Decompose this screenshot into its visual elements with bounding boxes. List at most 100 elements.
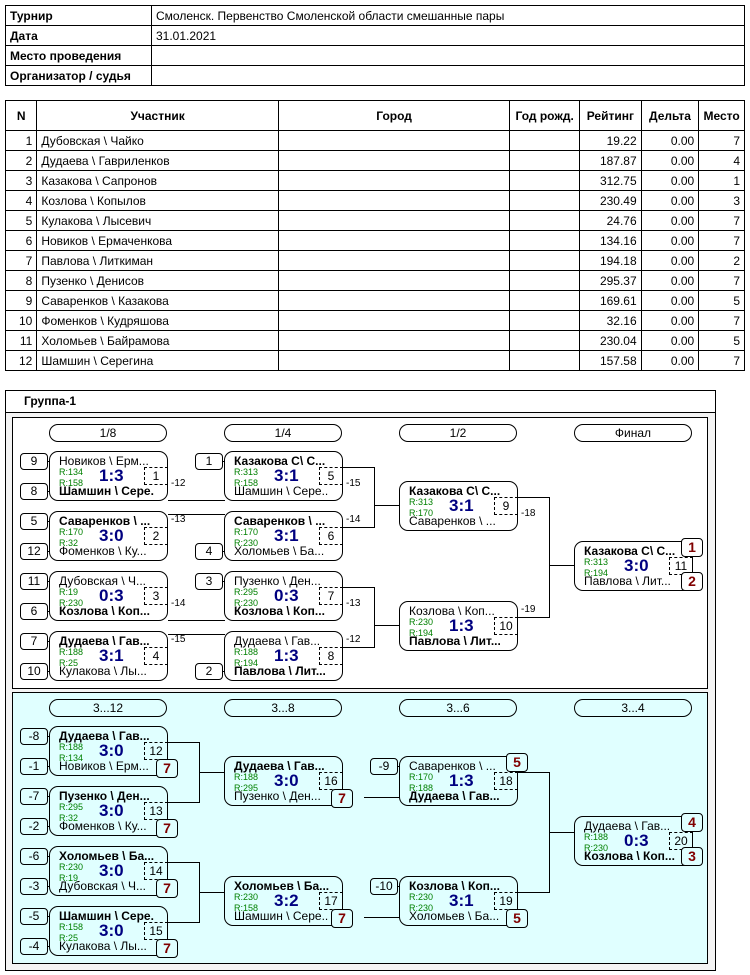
round-header-1[interactable]: 1/4 — [224, 424, 342, 442]
player-2-rating: R:194 — [584, 568, 609, 578]
player-2-rating: R:194 — [409, 628, 434, 638]
round-header-2[interactable]: 1/2 — [399, 424, 517, 442]
round-header-3[interactable]: 3...4 — [574, 699, 692, 717]
round-header-0[interactable]: 1/8 — [49, 424, 167, 442]
player-2-rating: R:19 — [59, 873, 79, 883]
connector-line — [168, 500, 225, 501]
player-2-name: Фоменков \ Ку... — [59, 544, 147, 558]
participant-city — [277, 250, 511, 271]
participant-row[interactable]: 7 Павлова \ Литкиман 194.18 0.00 2 — [4, 250, 745, 271]
column-header[interactable]: Место — [698, 100, 745, 131]
player-1-rating: R:188 — [59, 742, 84, 752]
player-2-rating: R:32 — [59, 538, 79, 548]
connector-line — [47, 581, 50, 582]
participant-place: 4 — [698, 150, 745, 171]
participant-place: 3 — [698, 190, 745, 211]
info-row: Место проведения — [5, 45, 745, 66]
round-header-2[interactable]: 3...6 — [399, 699, 517, 717]
participant-delta: 0.00 — [640, 230, 700, 251]
participant-row[interactable]: 3 Казакова \ Сапронов 312.75 0.00 1 — [4, 170, 745, 191]
loser-destination: -18 — [521, 508, 536, 519]
player-1-rating: R:313 — [234, 467, 259, 477]
player-2-name: Козлова \ Коп... — [59, 604, 150, 618]
player-2-rating: R:158 — [59, 478, 84, 488]
column-header[interactable]: Дельта — [640, 100, 700, 131]
player-2-rating: R:158 — [234, 478, 259, 488]
player-2-name: Холомьев \ Ба... — [409, 909, 500, 923]
participant-rating: 134.16 — [579, 230, 642, 251]
participant-row[interactable]: 8 Пузенко \ Денисов 295.37 0.00 7 — [4, 270, 745, 291]
place-2nd-box: 3 — [681, 847, 703, 866]
player-2-rating: R:158 — [234, 903, 259, 913]
participant-rating: 169.61 — [579, 290, 642, 311]
match-number: 16 — [319, 772, 343, 790]
loser-place: 7 — [156, 759, 178, 778]
player-2-name: Кулакова \ Лы... — [59, 664, 147, 678]
match-score: 3:1 — [274, 466, 299, 485]
participant-row[interactable]: 4 Козлова \ Копылов 230.49 0.00 3 — [4, 190, 745, 211]
column-header[interactable]: Участник — [36, 100, 279, 131]
participant-row[interactable]: 2 Дудаева \ Гавриленков 187.87 0.00 4 — [4, 150, 745, 171]
connector-line — [343, 467, 375, 468]
participant-row[interactable]: 12 Шамшин \ Серегина 157.58 0.00 7 — [4, 350, 745, 371]
participant-row[interactable]: 9 Саваренков \ Казакова 169.61 0.00 5 — [4, 290, 745, 311]
column-header[interactable]: Рейтинг — [579, 100, 642, 131]
player-1-rating: R:313 — [584, 557, 609, 567]
participant-name: Дудаева \ Гавриленков — [36, 150, 279, 171]
connector-line — [397, 766, 400, 767]
loser-place: 5 — [506, 909, 528, 928]
column-header[interactable]: Год рожд. — [509, 100, 580, 131]
connector-line — [364, 917, 400, 918]
connector-line — [47, 856, 50, 857]
player-1-name: Дудаева \ Гав... — [59, 634, 150, 648]
participant-row[interactable]: 6 Новиков \ Ермаченкова 134.16 0.00 7 — [4, 230, 745, 251]
match-number: 8 — [319, 647, 343, 665]
participant-row[interactable]: 10 Фоменков \ Кудряшова 32.16 0.00 7 — [4, 310, 745, 331]
participant-rating: 187.87 — [579, 150, 642, 171]
connector-line — [47, 491, 50, 492]
participant-number: 2 — [4, 150, 38, 171]
column-header[interactable]: N — [4, 100, 38, 131]
connector-line — [47, 641, 50, 642]
loser-place: 7 — [331, 909, 353, 928]
column-header[interactable]: Город — [277, 100, 511, 131]
player-1-rating: R:188 — [234, 647, 259, 657]
player-2-name: Холомьев \ Ба... — [234, 544, 325, 558]
place-2nd-box: 2 — [681, 572, 703, 591]
loser-destination: -15 — [346, 478, 361, 489]
connector-line — [222, 551, 225, 552]
player-1-rating: R:230 — [409, 617, 434, 627]
match-score: 3:0 — [624, 556, 649, 575]
info-label: Дата — [5, 25, 152, 46]
player-2-name: Дудаева \ Гав... — [409, 789, 500, 803]
participant-row[interactable]: 5 Кулакова \ Лысевич 24.76 0.00 7 — [4, 210, 745, 231]
participant-place: 5 — [698, 330, 745, 351]
player-2-rating: R:25 — [59, 658, 79, 668]
match-score: 3:1 — [449, 496, 474, 515]
participant-row[interactable]: 11 Холомьев \ Байрамова 230.04 0.00 5 — [4, 330, 745, 351]
participant-row[interactable]: 1 Дубовская \ Чайко 19.22 0.00 7 — [4, 130, 745, 151]
round-header-1[interactable]: 3...8 — [224, 699, 342, 717]
round-header-3[interactable]: Финал — [574, 424, 692, 442]
round-header-0[interactable]: 3...12 — [49, 699, 167, 717]
